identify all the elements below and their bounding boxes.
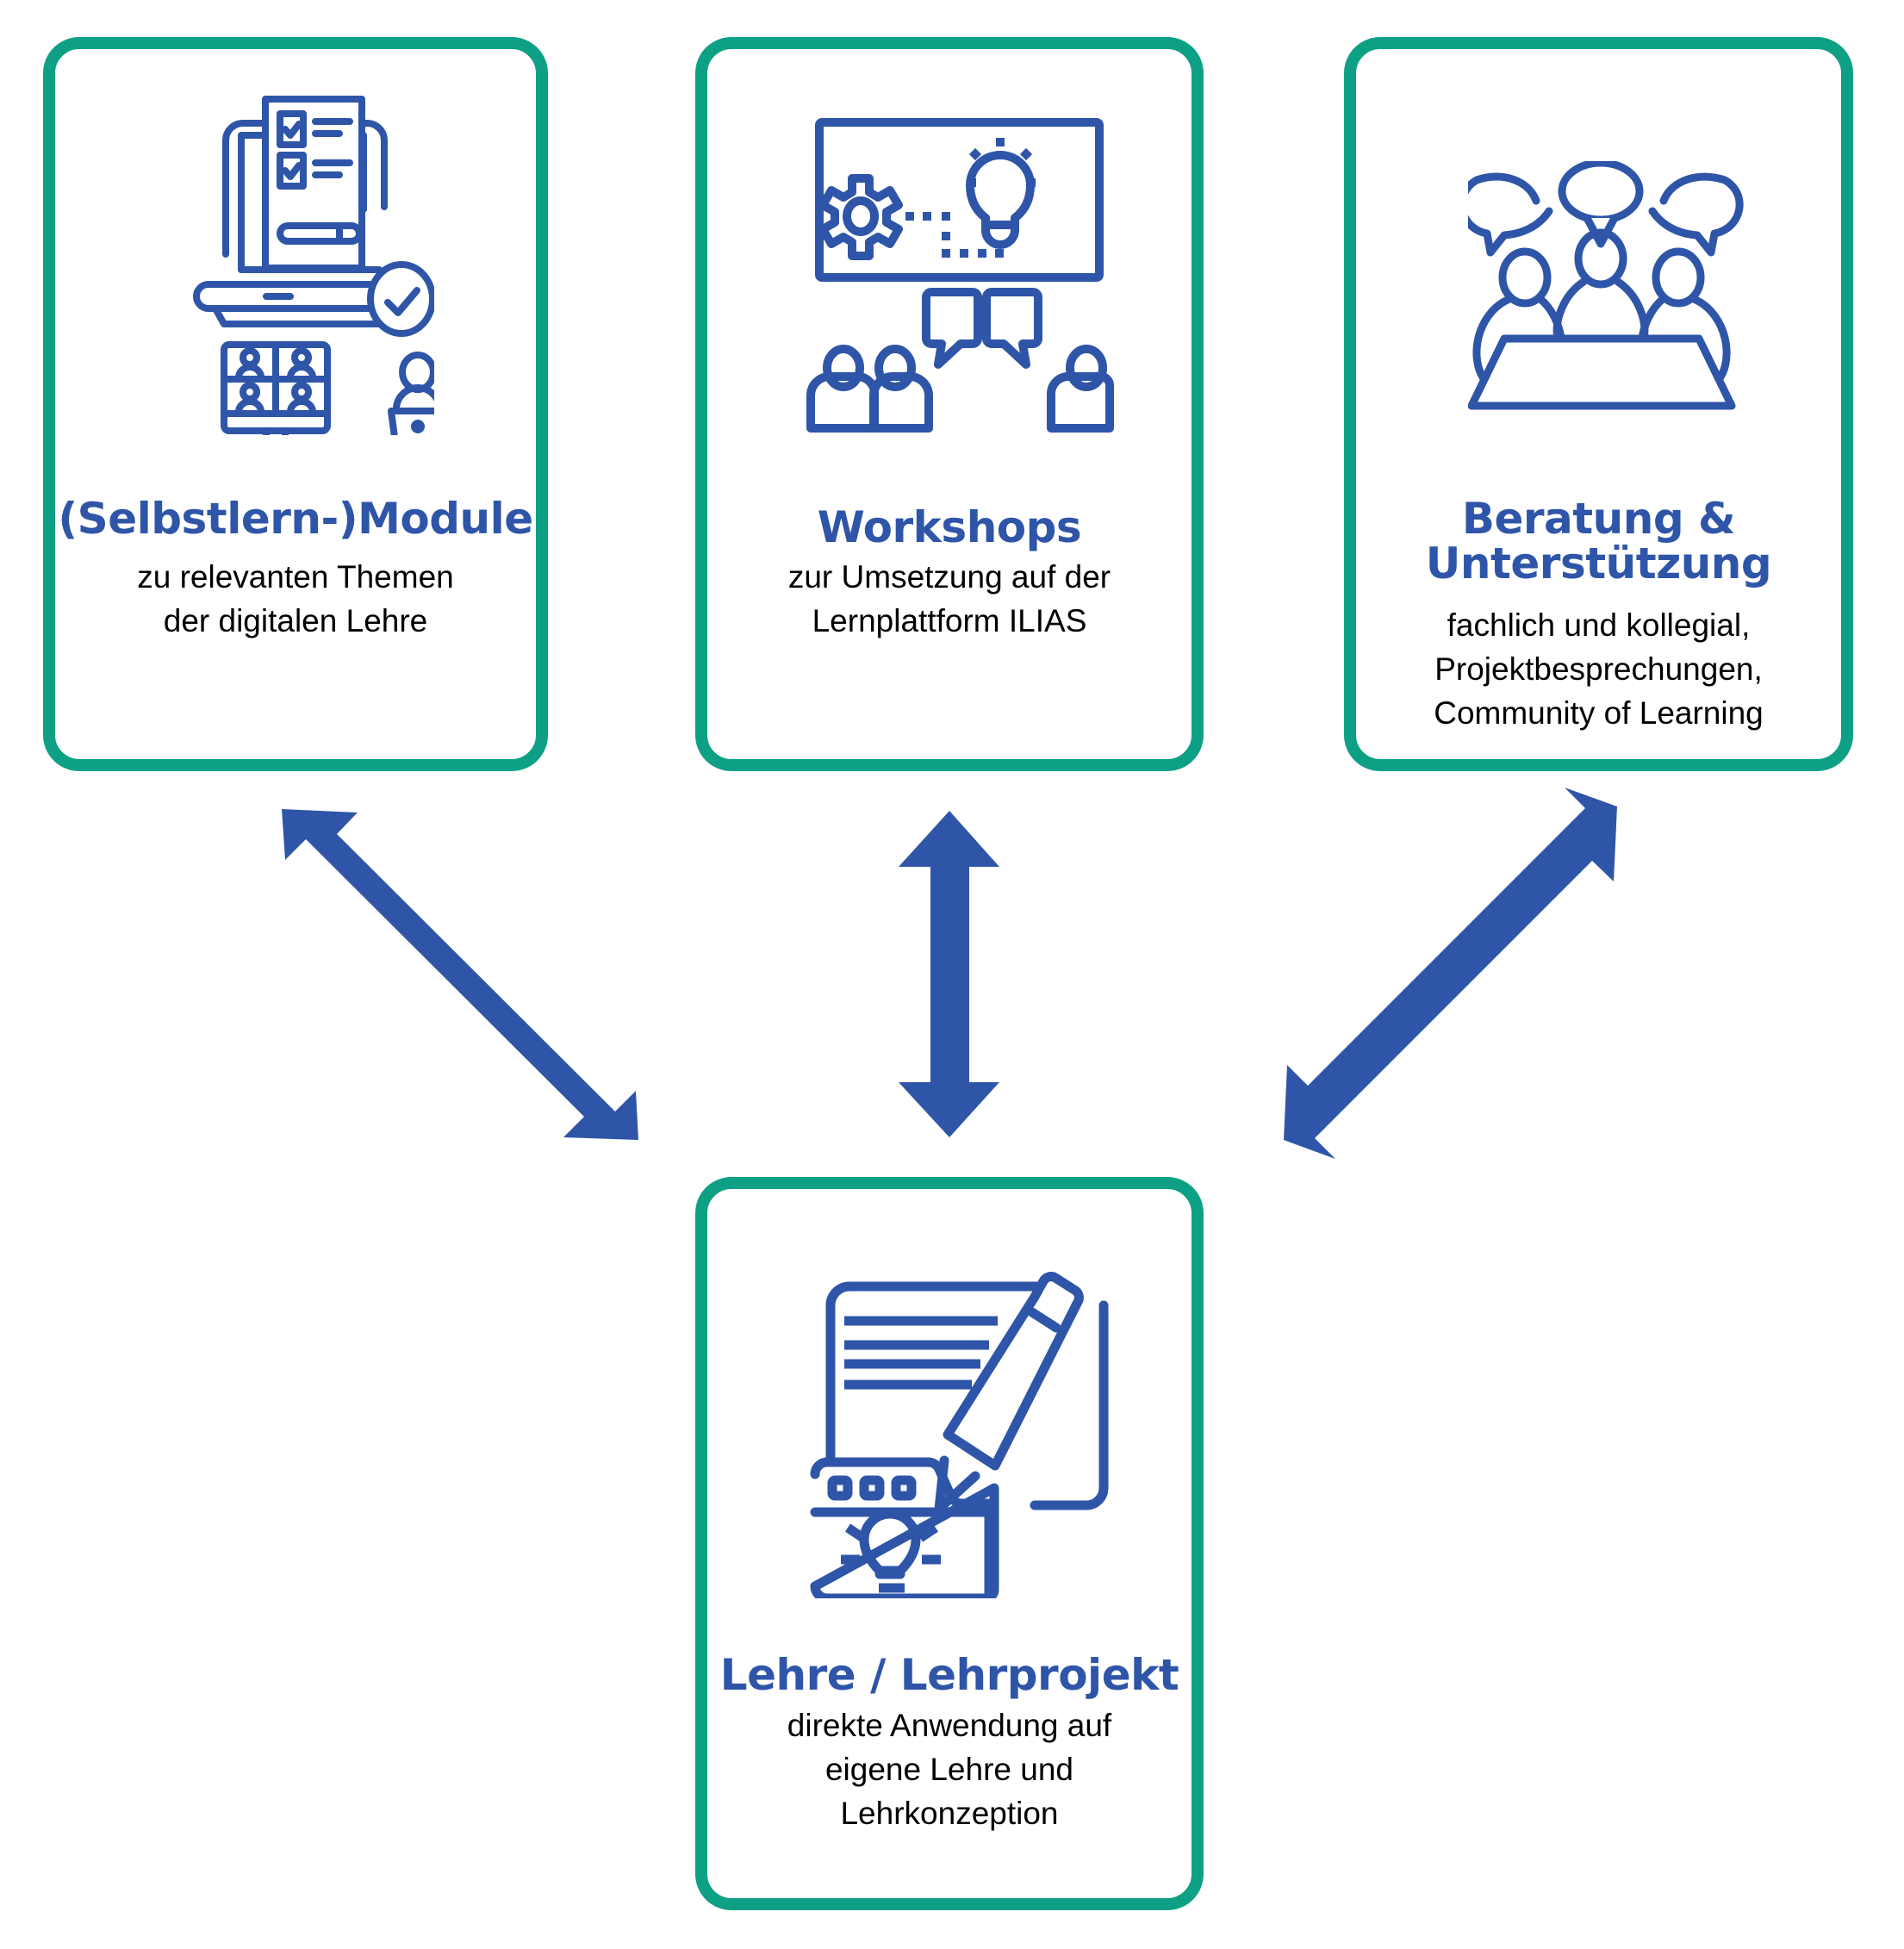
- box-beratung: Beratung & Unterstützung fachlich und ko…: [1344, 37, 1853, 771]
- box-description: zu relevanten Themen der digitalen Lehre: [55, 555, 536, 643]
- document-pencil-idea-icon: [810, 1272, 1109, 1598]
- double-arrow-center: [899, 811, 999, 1137]
- box-description: direkte Anwendung auf eigene Lehre und L…: [707, 1703, 1192, 1835]
- description-line: eigene Lehre und: [824, 1752, 1074, 1787]
- description-line: der digitalen Lehre: [163, 603, 428, 638]
- box-title: Beratung & Unterstützung: [1356, 496, 1841, 586]
- description-line: Lehrkonzeption: [840, 1796, 1059, 1831]
- presentation-board-team-icon: [806, 118, 1114, 433]
- title-line: Beratung &: [1461, 494, 1736, 544]
- meeting-table-discussion-icon: [1468, 161, 1744, 410]
- box-title: (Selbstlern-)Module: [58, 494, 533, 544]
- arrow-center-vertical: [899, 811, 999, 1137]
- description-line: Community of Learning: [1434, 695, 1764, 731]
- box-title: Workshops: [817, 502, 1082, 552]
- box-lehre: Lehre / Lehrprojekt direkte Anwendung au…: [695, 1177, 1204, 1910]
- description-line: Projektbesprechungen,: [1434, 651, 1763, 687]
- box-title: Lehre / Lehrprojekt: [719, 1650, 1179, 1700]
- arrow-left-diagonal: [282, 809, 638, 1140]
- title-line: Unterstützung: [1425, 539, 1772, 588]
- description-line: fachlich und kollegial,: [1447, 607, 1751, 643]
- description-line: zur Umsetzung auf der: [787, 559, 1111, 595]
- box-workshops: Workshops zur Umsetzung auf der Lernplat…: [695, 37, 1204, 771]
- description-line: zu relevanten Themen: [137, 559, 454, 595]
- box-selbstlern-module: (Selbstlern-)Module zu relevanten Themen…: [43, 37, 548, 771]
- box-description: fachlich und kollegial, Projektbesprechu…: [1356, 603, 1841, 735]
- description-line: direkte Anwendung auf: [787, 1708, 1112, 1743]
- box-description: zur Umsetzung auf der Lernplattform ILIA…: [707, 555, 1192, 643]
- laptop-checklist-video-call-icon: [193, 96, 434, 435]
- double-arrow-left: [282, 809, 638, 1140]
- description-line: Lernplattform ILIAS: [812, 603, 1087, 638]
- double-arrow-right: [1284, 788, 1617, 1159]
- arrow-right-diagonal: [1284, 788, 1617, 1159]
